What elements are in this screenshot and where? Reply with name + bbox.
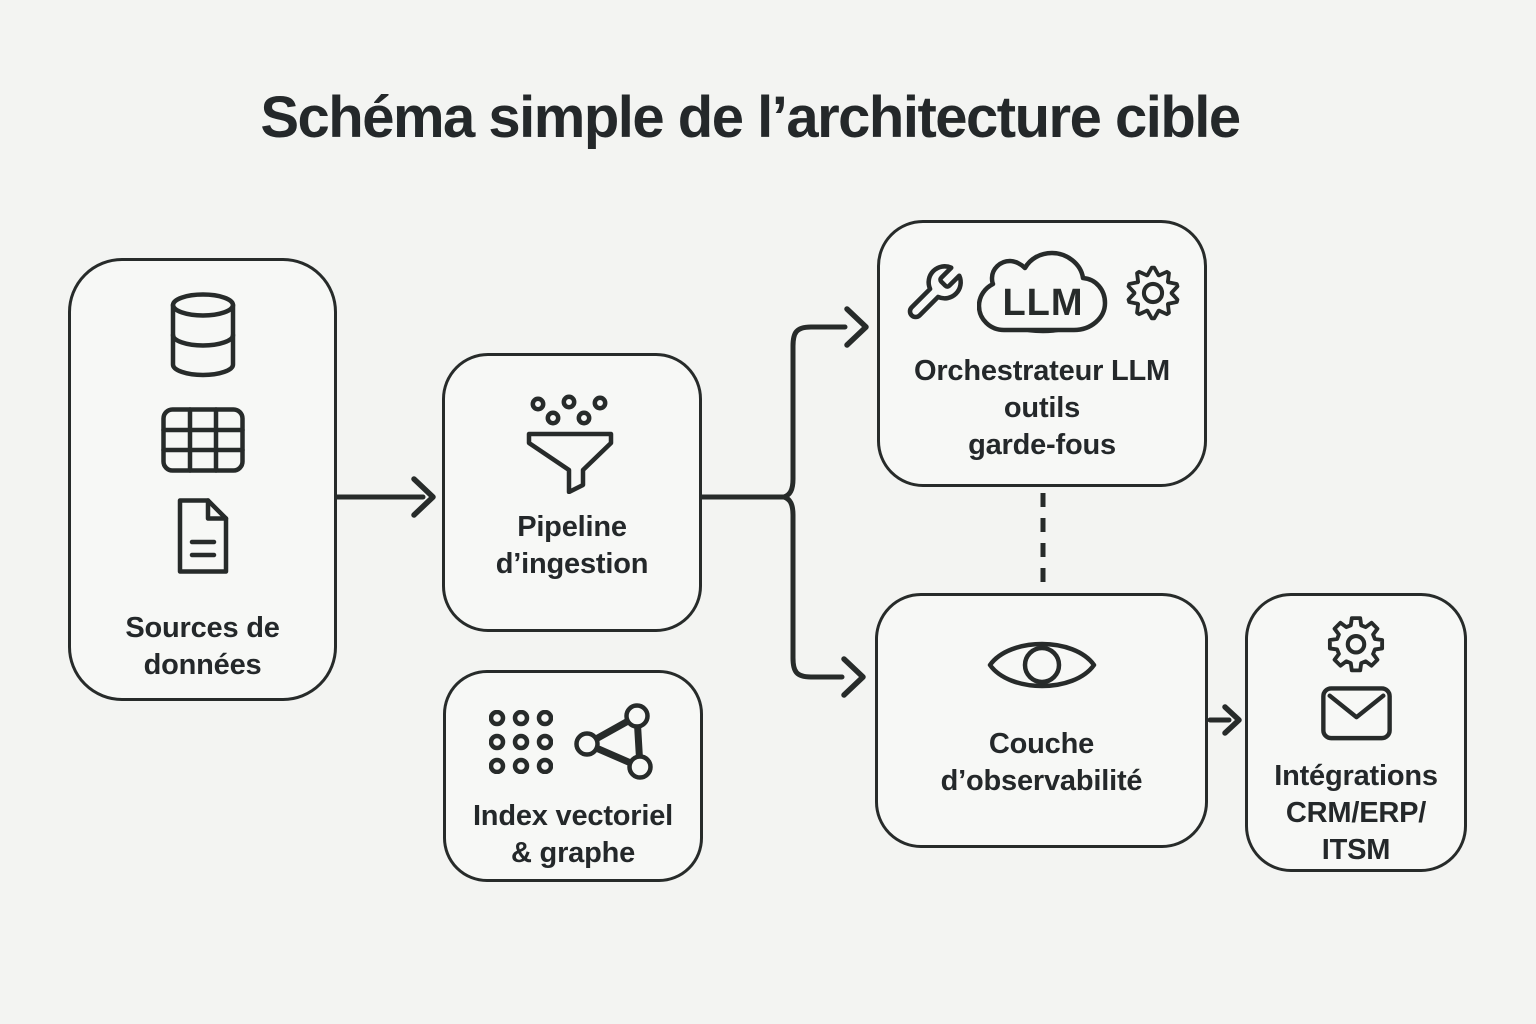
diagram-title: Schéma simple de l’architecture cible [260, 85, 1241, 150]
arrow-sources-to-pipeline-head [411, 476, 436, 518]
node-label: Couche d’observabilité [940, 728, 1143, 797]
llm-cloud-icon: LLM [977, 250, 1108, 334]
node-label: Orchestrateur LLM outils garde-fous [913, 355, 1171, 461]
gear-icon [1126, 265, 1180, 321]
envelope-icon [1320, 686, 1392, 741]
database-icon [170, 292, 235, 378]
node-label: Index vectoriel & graphe [472, 800, 674, 869]
graph-network-icon [573, 703, 653, 780]
droplet-dots [530, 394, 608, 426]
table-grid-icon [160, 407, 245, 473]
document-icon [177, 498, 228, 574]
node-vector-graph-index: Index vectoriel & graphe [443, 670, 703, 882]
branch-fork [781, 324, 848, 680]
node-integrations: Intégrations CRM/ERP/ ITSM [1245, 593, 1467, 872]
node-data-sources: Sources de données [68, 258, 337, 701]
eye-icon [987, 641, 1096, 689]
cloud-llm-label: LLM [1002, 282, 1083, 324]
gear-icon [1327, 616, 1385, 673]
node-ingestion-pipeline: Pipeline d’ingestion [442, 353, 702, 632]
node-observability-layer: Couche d’observabilité [875, 593, 1208, 848]
funnel-icon [526, 394, 614, 494]
arrow-pipeline-to-observability-head [841, 656, 866, 698]
arrow-observability-to-integrations-head [1222, 704, 1242, 736]
node-llm-orchestrator: LLM Orchestrateur LLM outils garde-fous [877, 220, 1207, 487]
wrench-icon [907, 264, 963, 320]
node-label: Intégrations CRM/ERP/ ITSM [1274, 760, 1438, 866]
node-label: Pipeline d’ingestion [495, 511, 649, 580]
node-label: Sources de données [125, 612, 280, 681]
arrow-pipeline-to-orchestrator-head [844, 306, 869, 348]
dot-grid-icon [488, 710, 553, 774]
